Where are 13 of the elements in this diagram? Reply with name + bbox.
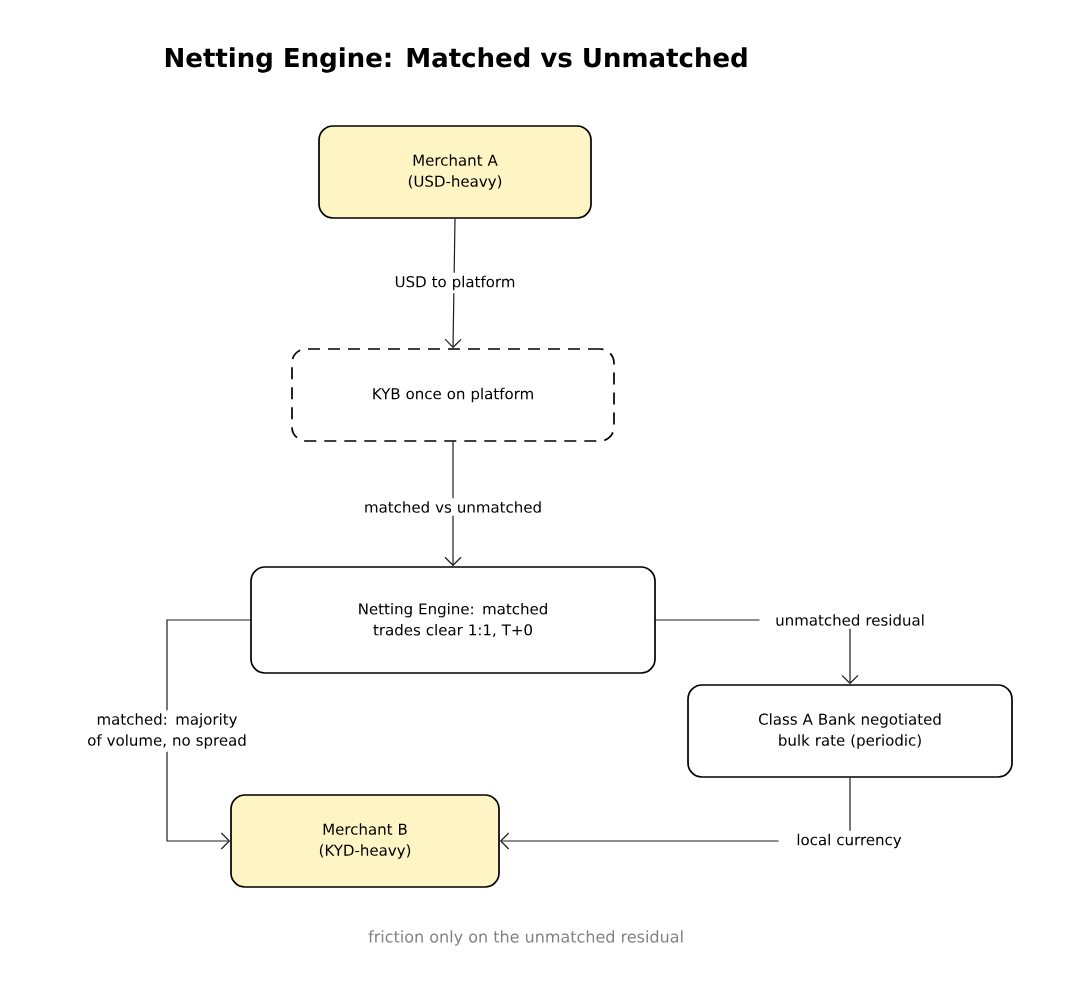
edge-label: matched vs unmatched [365, 501, 541, 513]
edge-label: matched: majority of volume, no spread [88, 713, 246, 749]
caption: friction only on the unmatched residual [368, 930, 683, 946]
process-box: Class A Bank negotiated bulk rate (periodic) [687, 684, 1013, 778]
edge-label: USD to platform [395, 275, 515, 291]
process-box: Merchant B (KYD-heavy) [230, 794, 500, 888]
process-box: KYB once on platform [291, 348, 615, 442]
title: Netting Engine: Matched vs Unmatched [165, 47, 747, 73]
process-box: Merchant A (USD-heavy) [318, 125, 592, 219]
edge-label: local currency [797, 833, 902, 849]
edge-label: unmatched residual [776, 614, 924, 626]
process-box: Netting Engine: matched trades clear 1:1, T+0 [250, 566, 656, 674]
arrow [166, 619, 251, 850]
